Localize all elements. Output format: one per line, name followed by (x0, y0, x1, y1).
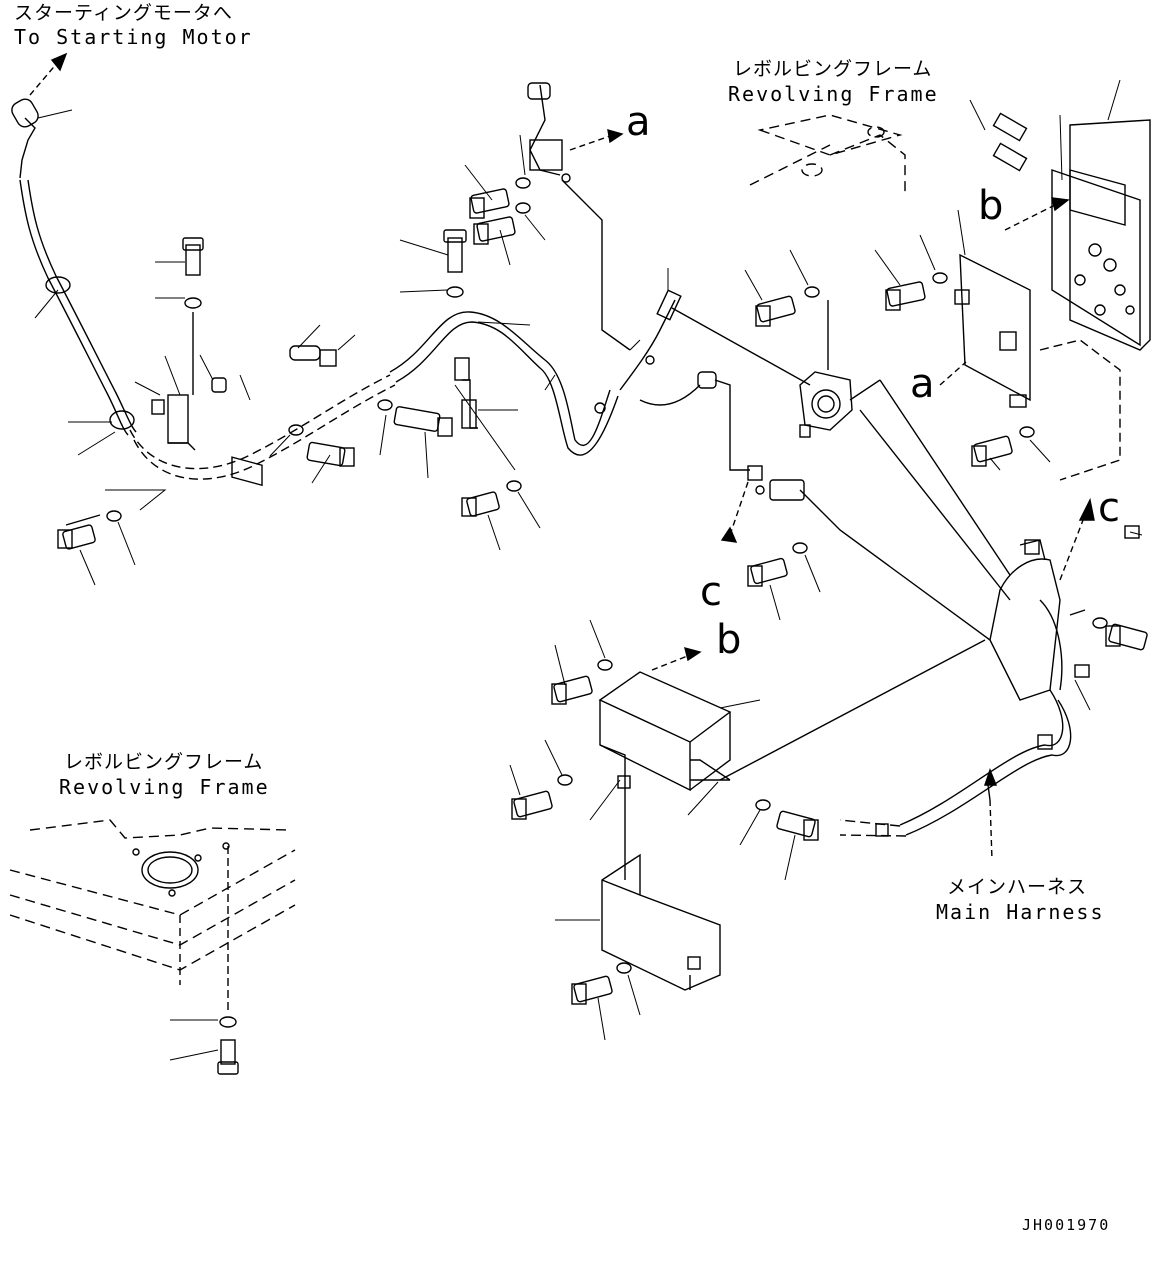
starting-motor-label-en: To Starting Motor (14, 25, 253, 49)
arrow-ref-a-top (569, 129, 624, 151)
arrow-ref-c-right (1059, 497, 1095, 581)
arrow-ref-a-right (939, 361, 967, 386)
ref-a-right: a (910, 361, 935, 407)
arrow-to-starting-motor (29, 52, 68, 96)
revolving-frame-inset-label-jp: レボルビングフレーム (64, 751, 264, 773)
center-horn-assembly (671, 272, 1035, 601)
ref-c-center: c (700, 569, 722, 615)
ref-b-right: b (978, 183, 1004, 229)
arrow-ref-b-right (1004, 197, 1070, 231)
revolving-frame-top (749, 114, 906, 195)
arrow-ref-b-center (651, 647, 702, 671)
harness-connectors-right (989, 525, 1148, 701)
main-harness (839, 689, 1072, 861)
relay-assembly-c (714, 379, 991, 641)
ref-c-right: c (1098, 485, 1120, 531)
lower-bracket (571, 790, 721, 1005)
starting-motor-label-jp: スターティングモータへ (14, 2, 233, 24)
revolving-frame-top-label-jp: レボルビングフレーム (733, 58, 933, 80)
revolving-frame-top-label-en: Revolving Frame (728, 82, 939, 106)
revolving-frame-inset (9, 819, 296, 1075)
ref-b-center: b (716, 617, 742, 663)
main-harness-label-en: Main Harness (936, 900, 1105, 924)
sensor-assembly-top (469, 82, 631, 351)
relay-box-plates (954, 112, 1151, 481)
ref-a-top: a (626, 99, 651, 145)
revolving-frame-inset-label-en: Revolving Frame (59, 775, 270, 799)
leader-lines (34, 79, 1143, 1061)
main-harness-label-jp: メインハーネス (947, 876, 1088, 898)
left-clamp-assembly (57, 229, 522, 550)
cover-box (511, 639, 986, 841)
arrow-ref-c-center (720, 481, 749, 543)
starting-motor-cable (11, 98, 717, 480)
drawing-code: JH001970 (1022, 1216, 1111, 1234)
